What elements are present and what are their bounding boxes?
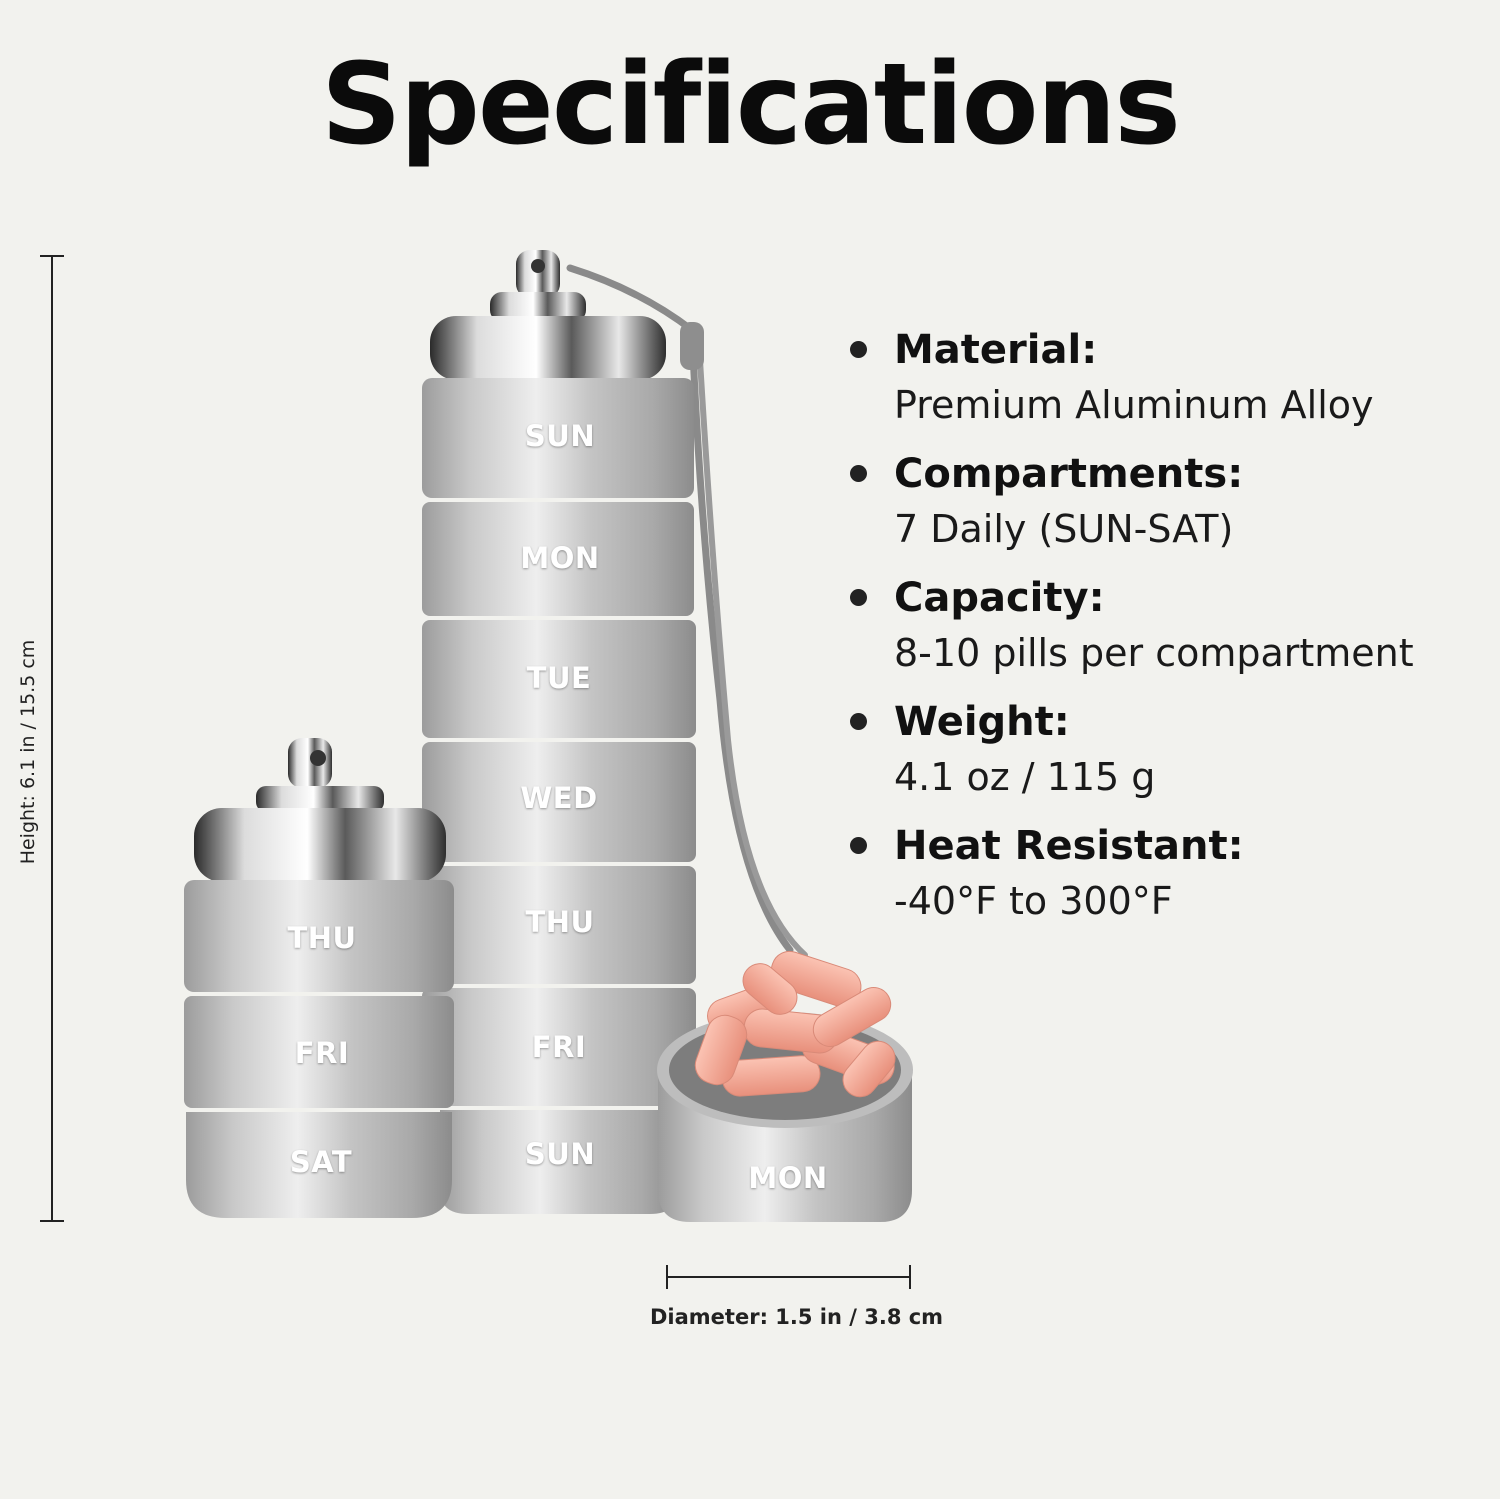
- diameter-line: [667, 1276, 910, 1278]
- spec-value: 4.1 oz / 115 g: [894, 755, 1156, 799]
- tall-case-day-label: THU: [525, 905, 595, 939]
- short-case-day-label: THU: [287, 921, 357, 955]
- spec-item-heat-resistant: Heat Resistant: -40°F to 300°F: [850, 818, 1480, 928]
- height-tick-top: [40, 255, 64, 257]
- spec-value: 7 Daily (SUN-SAT): [894, 507, 1234, 551]
- spec-list: Material: Premium Aluminum Alloy Compart…: [850, 322, 1480, 942]
- page-title: Specifications: [321, 40, 1181, 170]
- tall-case-day-label: SUN: [524, 419, 596, 453]
- height-tick-bottom: [40, 1220, 64, 1222]
- spec-label: Capacity:: [894, 575, 1105, 621]
- diameter-tick-right: [909, 1265, 911, 1289]
- tall-case-day-label: TUE: [526, 661, 592, 695]
- open-compartment-day-label: MON: [748, 1161, 828, 1195]
- tall-case-day-label: WED: [520, 781, 598, 815]
- spec-label: Weight:: [894, 699, 1070, 745]
- bullet-icon: [850, 589, 867, 606]
- bullet-icon: [850, 465, 867, 482]
- short-case-day-label: FRI: [294, 1036, 350, 1070]
- tall-case-day-label: SUN: [524, 1137, 596, 1171]
- bullet-icon: [850, 341, 867, 358]
- bullet-icon: [850, 713, 867, 730]
- spec-item-capacity: Capacity: 8-10 pills per compartment: [850, 570, 1480, 680]
- spec-label: Compartments:: [894, 451, 1244, 497]
- tall-case-day-label: MON: [520, 541, 600, 575]
- spec-value: -40°F to 300°F: [894, 879, 1173, 923]
- tall-case-day-label: FRI: [531, 1030, 587, 1064]
- spec-label: Material:: [894, 327, 1098, 373]
- spec-item-material: Material: Premium Aluminum Alloy: [850, 322, 1480, 432]
- spec-label: Heat Resistant:: [894, 823, 1244, 869]
- bullet-icon: [850, 837, 867, 854]
- height-line: [51, 256, 53, 1222]
- spec-value: Premium Aluminum Alloy: [894, 383, 1374, 427]
- spec-item-weight: Weight: 4.1 oz / 115 g: [850, 694, 1480, 804]
- spec-value: 8-10 pills per compartment: [894, 631, 1414, 675]
- spec-item-compartments: Compartments: 7 Daily (SUN-SAT): [850, 446, 1480, 556]
- diameter-label: Diameter: 1.5 in / 3.8 cm: [650, 1305, 944, 1329]
- short-case-day-label: SAT: [289, 1145, 353, 1179]
